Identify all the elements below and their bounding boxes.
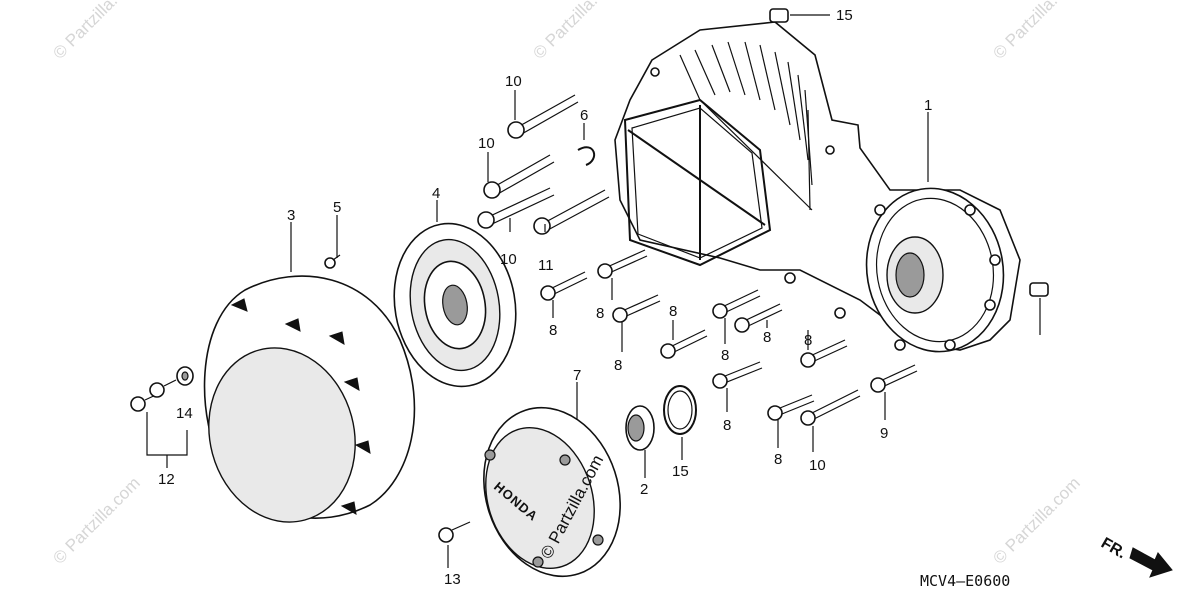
diagram-code: MCV4—E0600 [920,572,1010,590]
callout-8: 8 [596,305,604,322]
callout-8: 8 [763,329,771,346]
callout-8: 8 [549,322,557,339]
callout-1: 1 [924,97,932,114]
callout-15: 15 [836,7,853,24]
callout-8: 8 [721,347,729,364]
bolts [130,8,1049,543]
plug-part-2[interactable] [625,405,655,451]
callout-8: 8 [774,451,782,468]
callout-10: 11 [538,257,554,274]
outer-cover-part-3[interactable] [190,275,416,539]
callout-labels: 1 2 3 4 5 6 7 8 8 8 8 8 8 8 8 8 9 10 10 … [158,7,932,588]
honda-cover-part-7[interactable]: HONDA [463,390,642,594]
callout-5: 5 [333,199,341,216]
callout-8: 8 [614,357,622,374]
callout-14: 15 [672,463,689,480]
callout-10: 10 [505,73,522,90]
watermark: © Partzilla.com [529,0,623,63]
gasket-part-4[interactable] [382,214,529,396]
callout-8: 8 [804,332,812,349]
o-ring-part-14[interactable] [663,385,697,435]
callout-8: 8 [723,417,731,434]
callout-8: 8 [669,303,677,320]
leader-lines [146,14,1041,568]
callout-11: 12 [158,471,175,488]
front-direction-indicator: FR. [1098,535,1173,578]
front-arrow-icon [1129,547,1173,578]
callout-10: 10 [500,251,517,268]
crankcase-cover-part-1[interactable] [614,21,1021,363]
callout-10: 10 [478,135,495,152]
callout-3: 3 [287,207,295,224]
callout-9: 10 [809,457,826,474]
callout-2: 2 [640,481,648,498]
watermark: © Partzilla.com [49,0,143,63]
callout-6: 6 [580,107,588,124]
callout-4: 4 [432,185,440,202]
watermark: © Partzilla.com [989,0,1083,63]
watermark: © Partzilla.com [49,473,143,567]
callout-12: 13 [444,571,461,588]
front-label: FR. [1098,535,1129,563]
callout-8: 9 [880,425,888,442]
callout-7: 7 [573,367,581,384]
watermark: © Partzilla.com [989,473,1083,567]
callout-13: 14 [176,405,193,422]
